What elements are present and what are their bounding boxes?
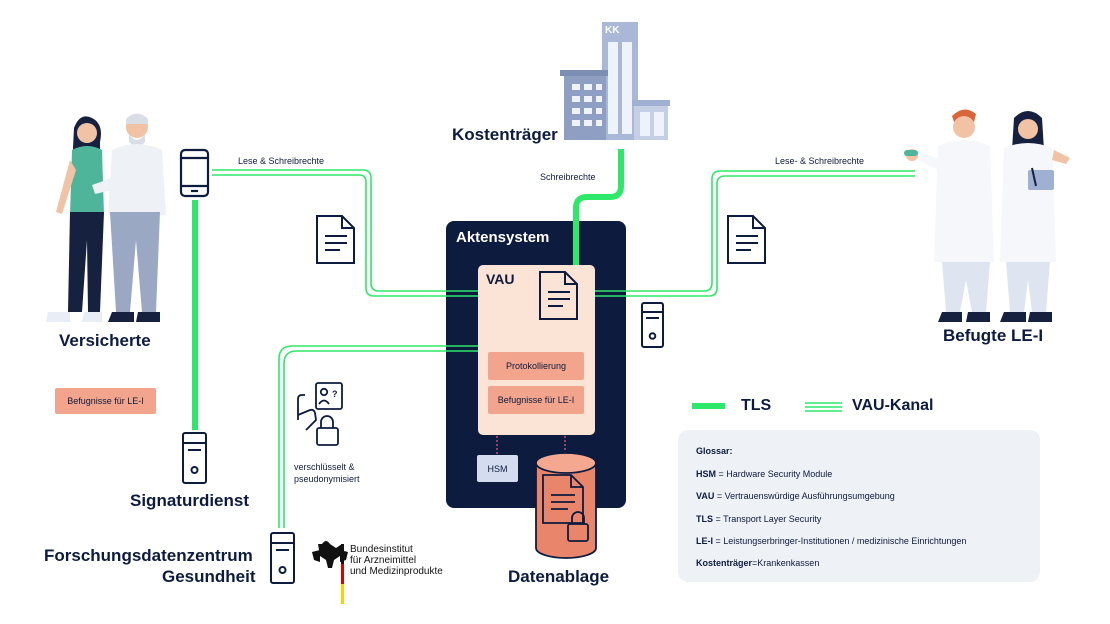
bfarm-line2: für Arzneimittel: [350, 555, 417, 566]
glossary-term: LE-I: [696, 536, 713, 546]
glossary-def: Vertrauenswürdige Ausführungsumgebung: [724, 491, 895, 501]
pill-befugnisse-versicherte: Befugnisse für LE-I: [55, 388, 156, 414]
glossary-item-hsm: HSM = Hardware Security Module: [696, 469, 832, 479]
glossary-panel: Glossar: HSM = Hardware Security Module …: [678, 430, 1040, 582]
tls-line-kostentraeger: [573, 149, 624, 266]
datenablage-label: Datenablage: [508, 567, 610, 586]
document-icon-vau: [539, 271, 578, 320]
svg-text:?: ?: [332, 389, 338, 399]
pseudonymization-icon: ?: [297, 382, 343, 446]
glossary-sep: =: [716, 469, 727, 479]
bfarm-line1: Bundesinstitut: [350, 544, 413, 555]
document-icon-left: [316, 215, 355, 264]
glossary-term: TLS: [696, 514, 713, 524]
glossary-def: Leistungserbringer-Institutionen / mediz…: [723, 536, 967, 546]
pill-protokollierung: Protokollierung: [488, 352, 584, 380]
glossary-title: Glossar:: [696, 446, 733, 456]
glossary-item-tls: TLS = Transport Layer Security: [696, 514, 821, 524]
glossary-def: Hardware Security Module: [726, 469, 833, 479]
document-icon-right: [727, 215, 766, 264]
versicherte-label: Versicherte: [59, 331, 151, 350]
glossary-sep: =: [752, 558, 758, 568]
glossary-sep: =: [714, 491, 725, 501]
forschung-label-line2: Gesundheit: [162, 567, 256, 586]
glossary-term: HSM: [696, 469, 716, 479]
glossary-term: VAU: [696, 491, 715, 501]
forschung-label-line1: Forschungsdatenzentrum: [44, 546, 253, 565]
glossary-item-kostentraeger: Kostenträger=Krankenkassen: [696, 558, 819, 568]
kk-badge: KK: [605, 25, 620, 36]
edge-label-verschluesselt: verschlüsselt &: [294, 462, 355, 472]
smartphone-icon: [179, 148, 210, 198]
glossary-item-vau: VAU = Vertrauenswürdige Ausführungsumgeb…: [696, 491, 895, 501]
vau-channel-left: [212, 169, 478, 297]
server-icon-signaturdienst: [182, 432, 207, 484]
glossary-sep: =: [713, 536, 724, 546]
vau-channel-right: [595, 170, 915, 297]
signaturdienst-label: Signaturdienst: [130, 491, 250, 510]
bfarm-name: Bundesinstitut für Arzneimittel und Medi…: [350, 544, 443, 577]
pill-befugnisse-vau: Befugnisse für LE-I: [488, 386, 584, 414]
vau-title: VAU: [486, 271, 515, 287]
kostentraeger-building: [560, 22, 670, 140]
legend-vau-kanal-swatch: [805, 402, 842, 412]
befugte-le-i-illustration: [904, 109, 1070, 322]
edge-label-lese-schreib-left: Lese & Schreibrechte: [238, 156, 325, 166]
glossary-sep: =: [713, 514, 724, 524]
server-icon-forschung: [270, 532, 295, 584]
hsm-box: HSM: [477, 455, 518, 482]
edge-label-pseudonymisiert: pseudonymisiert: [294, 474, 360, 484]
glossary-def: Transport Layer Security: [723, 514, 822, 524]
glossary-def: Krankenkassen: [757, 558, 820, 568]
server-icon-le-i: [641, 302, 664, 348]
befugte-le-i-label: Befugte LE-I: [943, 326, 1044, 345]
legend-tls-label: TLS: [741, 397, 772, 414]
kostentraeger-label: Kostenträger: [452, 125, 558, 144]
bfarm-line3: und Medizinprodukte: [350, 566, 443, 577]
glossary-term: Kostenträger: [696, 558, 753, 568]
bfarm-flag-bar: [341, 544, 344, 604]
versicherte-illustration: [46, 113, 166, 322]
vau-channel-forschung: [278, 345, 478, 528]
aktensystem-title: Aktensystem: [456, 229, 550, 246]
edge-label-lese-schreib-right: Lese- & Schreibrechte: [775, 156, 865, 166]
datenablage-cylinder: [535, 452, 597, 559]
legend-vau-kanal-label: VAU-Kanal: [852, 397, 934, 414]
glossary-item-le-i: LE-I = Leistungserbringer-Institutionen …: [696, 536, 966, 546]
edge-label-schreibrechte: Schreibrechte: [540, 172, 596, 182]
